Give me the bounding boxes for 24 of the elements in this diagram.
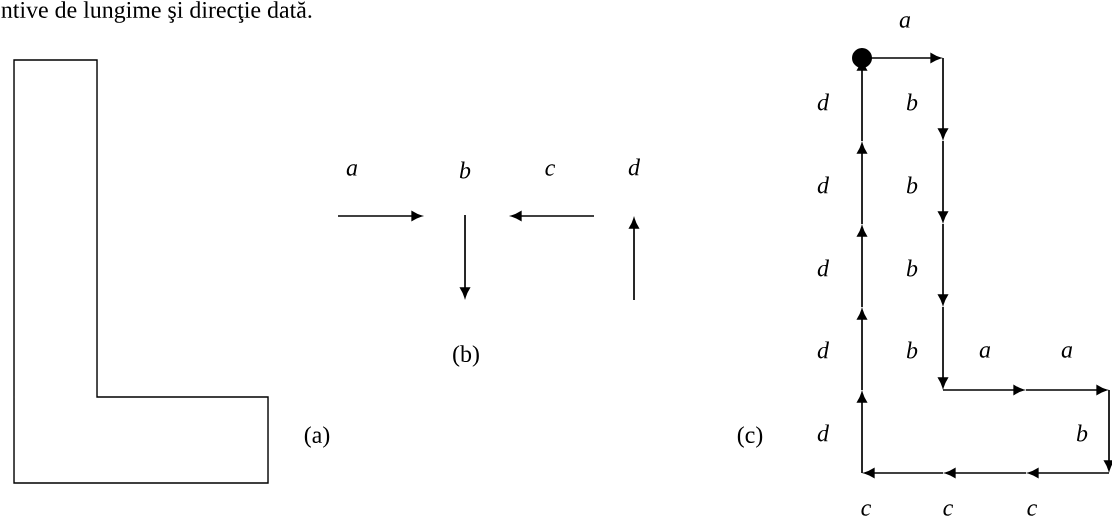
segment-label: c (545, 164, 556, 176)
segment-label: d (628, 158, 641, 176)
segment-label: b (906, 93, 918, 111)
segment-label: b (906, 259, 918, 277)
heading-text: ntive de lungime şi direcţie dată. (1, 1, 312, 23)
segment-label: a (979, 346, 991, 358)
panel-label: (a) (304, 426, 330, 448)
segment-label: b (459, 161, 471, 179)
segment-label: a (346, 164, 358, 176)
segment-label: c (943, 504, 954, 516)
segment-label: a (899, 16, 911, 28)
segment-label: d (817, 259, 830, 277)
panel-label: (b) (453, 345, 479, 367)
segment-label: d (817, 424, 830, 442)
segment-label: c (1027, 504, 1038, 516)
segment-label: d (817, 341, 830, 359)
segment-label: d (817, 176, 830, 194)
segment-label: b (1076, 424, 1088, 442)
segment-label: a (1061, 346, 1073, 358)
segment-label: b (906, 341, 918, 359)
segment-label: b (906, 176, 918, 194)
panel-label: (c) (737, 426, 763, 448)
segment-label: c (861, 504, 872, 516)
segment-label: d (817, 93, 830, 111)
